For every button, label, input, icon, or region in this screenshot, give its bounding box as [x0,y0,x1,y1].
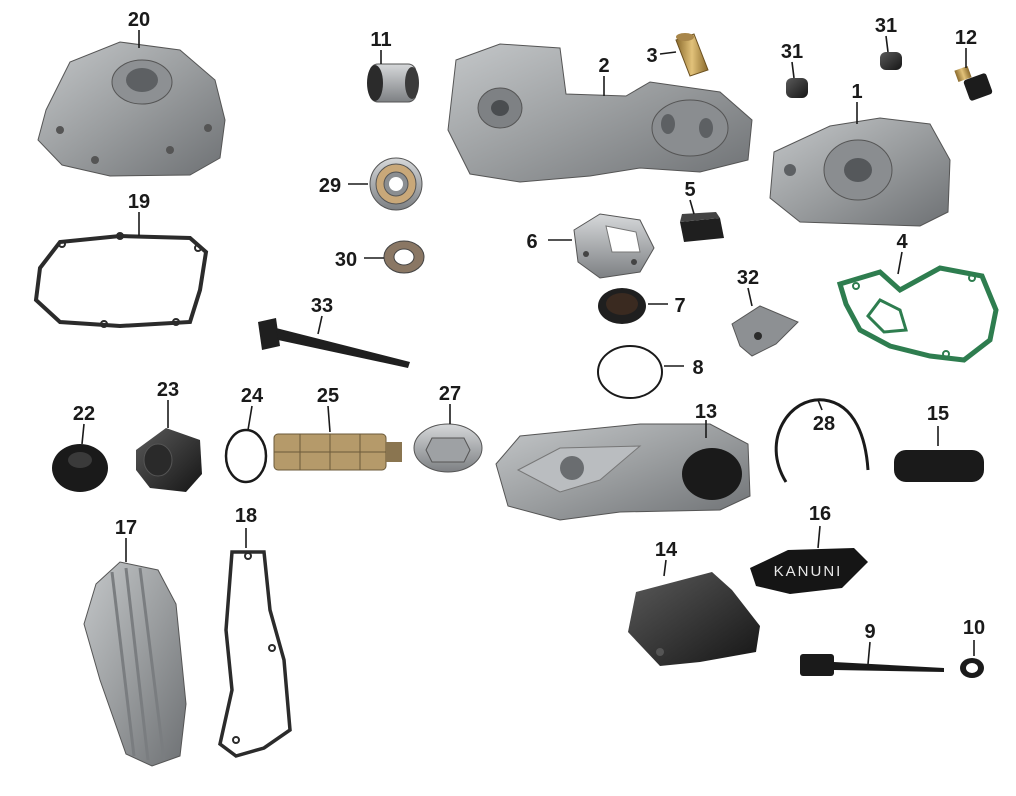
part-24-o-ring [224,428,268,484]
part-16-branded-cover: KANUNI [750,548,868,594]
label-16: 16 [809,503,831,525]
brand-logo: KANUNI [774,563,843,580]
label-4: 4 [896,231,908,253]
part-17-cylinder-head-cover [83,561,187,767]
label-27: 27 [439,383,461,405]
part-25-oil-strainer [273,433,402,471]
label-1: 1 [851,81,862,103]
part-28-breather-hose [774,398,870,483]
label-10: 10 [963,617,985,639]
part-33-dipstick [258,318,410,368]
label-14: 14 [655,539,678,561]
label-15: 15 [927,403,949,425]
part-30-oil-seal [383,240,425,274]
part-10-washer [960,658,984,678]
label-5: 5 [684,179,695,201]
label-30: 30 [335,249,357,271]
part-8-o-ring [597,345,663,399]
label-31-a: 31 [781,41,803,63]
part-22-rubber-cap [52,444,108,492]
part-20-side-cover [37,41,226,177]
part-4-crankcase-gasket [836,265,999,363]
label-18: 18 [235,505,257,527]
label-19: 19 [128,191,150,213]
part-9-dipstick [800,654,944,676]
part-1-crankcase-half [769,117,951,227]
part-6-stator-plate [573,213,655,279]
part-15-air-filter-foam [894,450,984,482]
label-22: 22 [73,403,95,425]
label-11: 11 [370,29,391,51]
label-25: 25 [317,385,339,407]
part-19-gasket [33,232,209,329]
part-32-bracket [731,305,799,357]
label-2: 2 [598,55,609,77]
label-20: 20 [128,9,150,31]
part-23-intake-boot [136,428,202,492]
label-6: 6 [526,231,537,253]
label-12: 12 [955,27,977,49]
label-17: 17 [115,517,137,539]
part-18-cover-gasket [218,550,292,758]
label-33: 33 [311,295,333,317]
label-32: 32 [737,267,759,289]
label-3: 3 [646,45,657,67]
label-7: 7 [674,295,685,317]
label-28: 28 [813,413,835,435]
label-13: 13 [695,401,717,423]
part-7-seal-ring [598,288,646,324]
part-12-temperature-sensor [954,65,993,101]
label-9: 9 [864,621,875,643]
label-24: 24 [241,385,264,407]
part-14-inner-cover [628,572,760,666]
part-13-transmission-cover [495,423,751,521]
part-31-dowel-b [880,52,902,70]
part-3-brass-sleeve [675,33,709,77]
label-23: 23 [157,379,179,401]
part-11-rubber-bushing [367,63,419,103]
label-29: 29 [319,175,341,197]
part-29-ball-bearing [369,157,423,211]
part-27-drain-plug [413,423,483,473]
part-31-dowel-a [786,78,808,98]
part-5-rubber-mount [680,212,724,242]
part-2-crankcase [447,43,753,183]
label-8: 8 [692,357,703,379]
label-31-b: 31 [875,15,897,37]
